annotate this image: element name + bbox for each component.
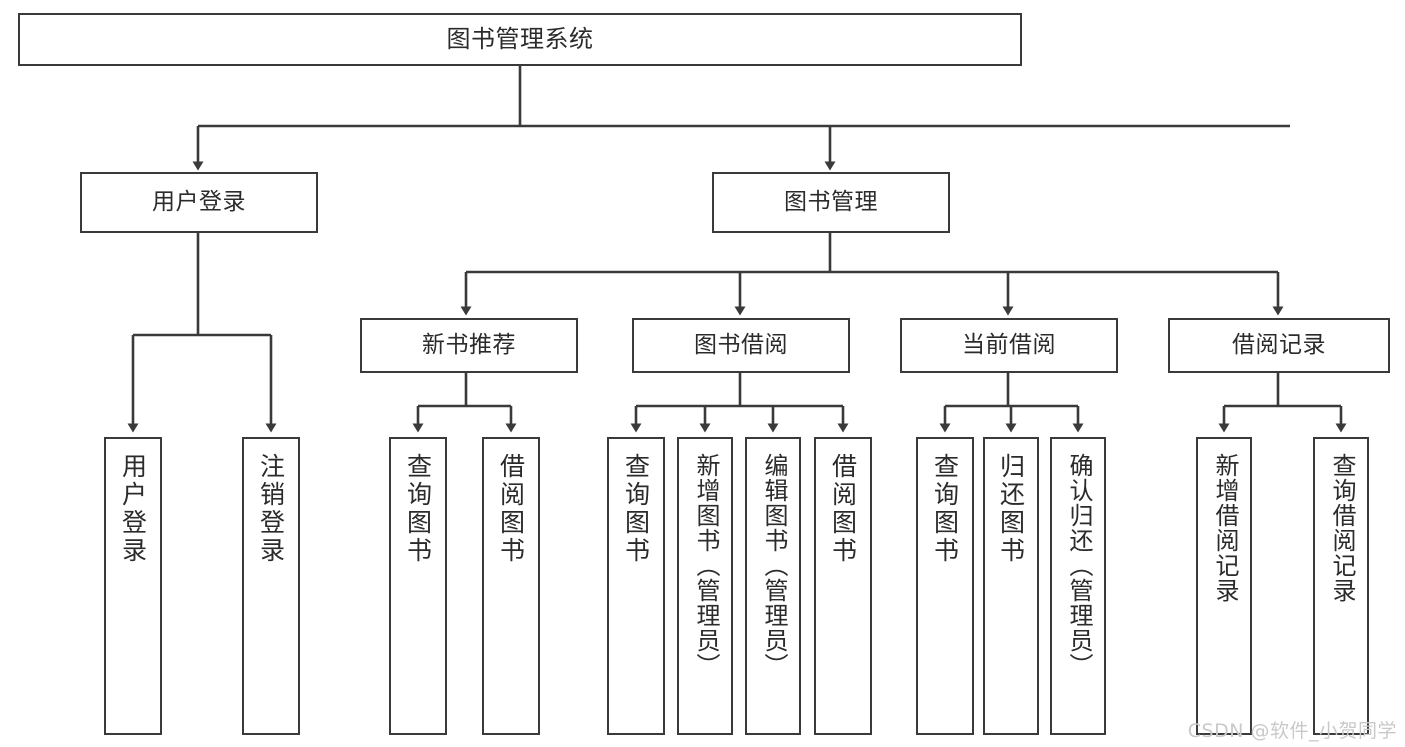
node-borrow-record[interactable]: 借阅记录 <box>1168 318 1390 373</box>
leaf-user-login-login[interactable]: 用户登录 <box>104 437 162 735</box>
node-label: 新增借阅记录 <box>1210 453 1239 603</box>
csdn-watermark: CSDN @软件_小贺同学 <box>1187 720 1397 742</box>
node-label: 确认归还（管理员） <box>1064 453 1093 678</box>
leaf-current-borrow-return-book[interactable]: 归还图书 <box>983 437 1039 735</box>
node-label: 查询图书 <box>621 453 651 565</box>
leaf-book-borrow-query-book[interactable]: 查询图书 <box>607 437 665 735</box>
node-label: 借阅图书 <box>828 453 858 565</box>
node-label: 用户登录 <box>118 453 148 565</box>
node-label: 图书管理 <box>784 188 878 215</box>
node-book-management[interactable]: 图书管理 <box>712 172 950 233</box>
leaf-book-borrow-edit-book[interactable]: 编辑图书（管理员） <box>745 437 801 735</box>
leaf-borrow-record-query-record[interactable]: 查询借阅记录 <box>1313 437 1369 735</box>
node-label: 注销登录 <box>256 453 286 565</box>
node-label: 用户登录 <box>152 188 246 215</box>
node-user-login[interactable]: 用户登录 <box>80 172 318 233</box>
node-label: 查询图书 <box>930 453 960 565</box>
node-label: 图书管理系统 <box>446 25 594 54</box>
node-label: 编辑图书（管理员） <box>759 453 788 678</box>
node-book-borrow[interactable]: 图书借阅 <box>632 318 850 373</box>
node-label: 查询借阅记录 <box>1327 453 1356 603</box>
leaf-book-borrow-add-book[interactable]: 新增图书（管理员） <box>677 437 733 735</box>
node-label: 借阅记录 <box>1232 331 1326 358</box>
leaf-current-borrow-confirm-return[interactable]: 确认归还（管理员） <box>1050 437 1106 735</box>
node-current-borrow[interactable]: 当前借阅 <box>900 318 1118 373</box>
leaf-borrow-record-add-record[interactable]: 新增借阅记录 <box>1196 437 1252 735</box>
node-new-book-recommend[interactable]: 新书推荐 <box>360 318 578 373</box>
node-label: 归还图书 <box>996 453 1026 565</box>
leaf-new-book-borrow-book[interactable]: 借阅图书 <box>482 437 540 735</box>
node-label: 新增图书（管理员） <box>691 453 720 678</box>
leaf-current-borrow-query-book[interactable]: 查询图书 <box>916 437 974 735</box>
node-label: 图书借阅 <box>694 331 788 358</box>
leaf-book-borrow-borrow-book[interactable]: 借阅图书 <box>814 437 872 735</box>
node-label: 查询图书 <box>403 453 433 565</box>
leaf-user-login-logout[interactable]: 注销登录 <box>242 437 300 735</box>
leaf-new-book-query-book[interactable]: 查询图书 <box>389 437 447 735</box>
node-root-system[interactable]: 图书管理系统 <box>18 13 1022 66</box>
node-label: 新书推荐 <box>422 331 516 358</box>
node-label: 借阅图书 <box>496 453 526 565</box>
node-label: 当前借阅 <box>962 331 1056 358</box>
